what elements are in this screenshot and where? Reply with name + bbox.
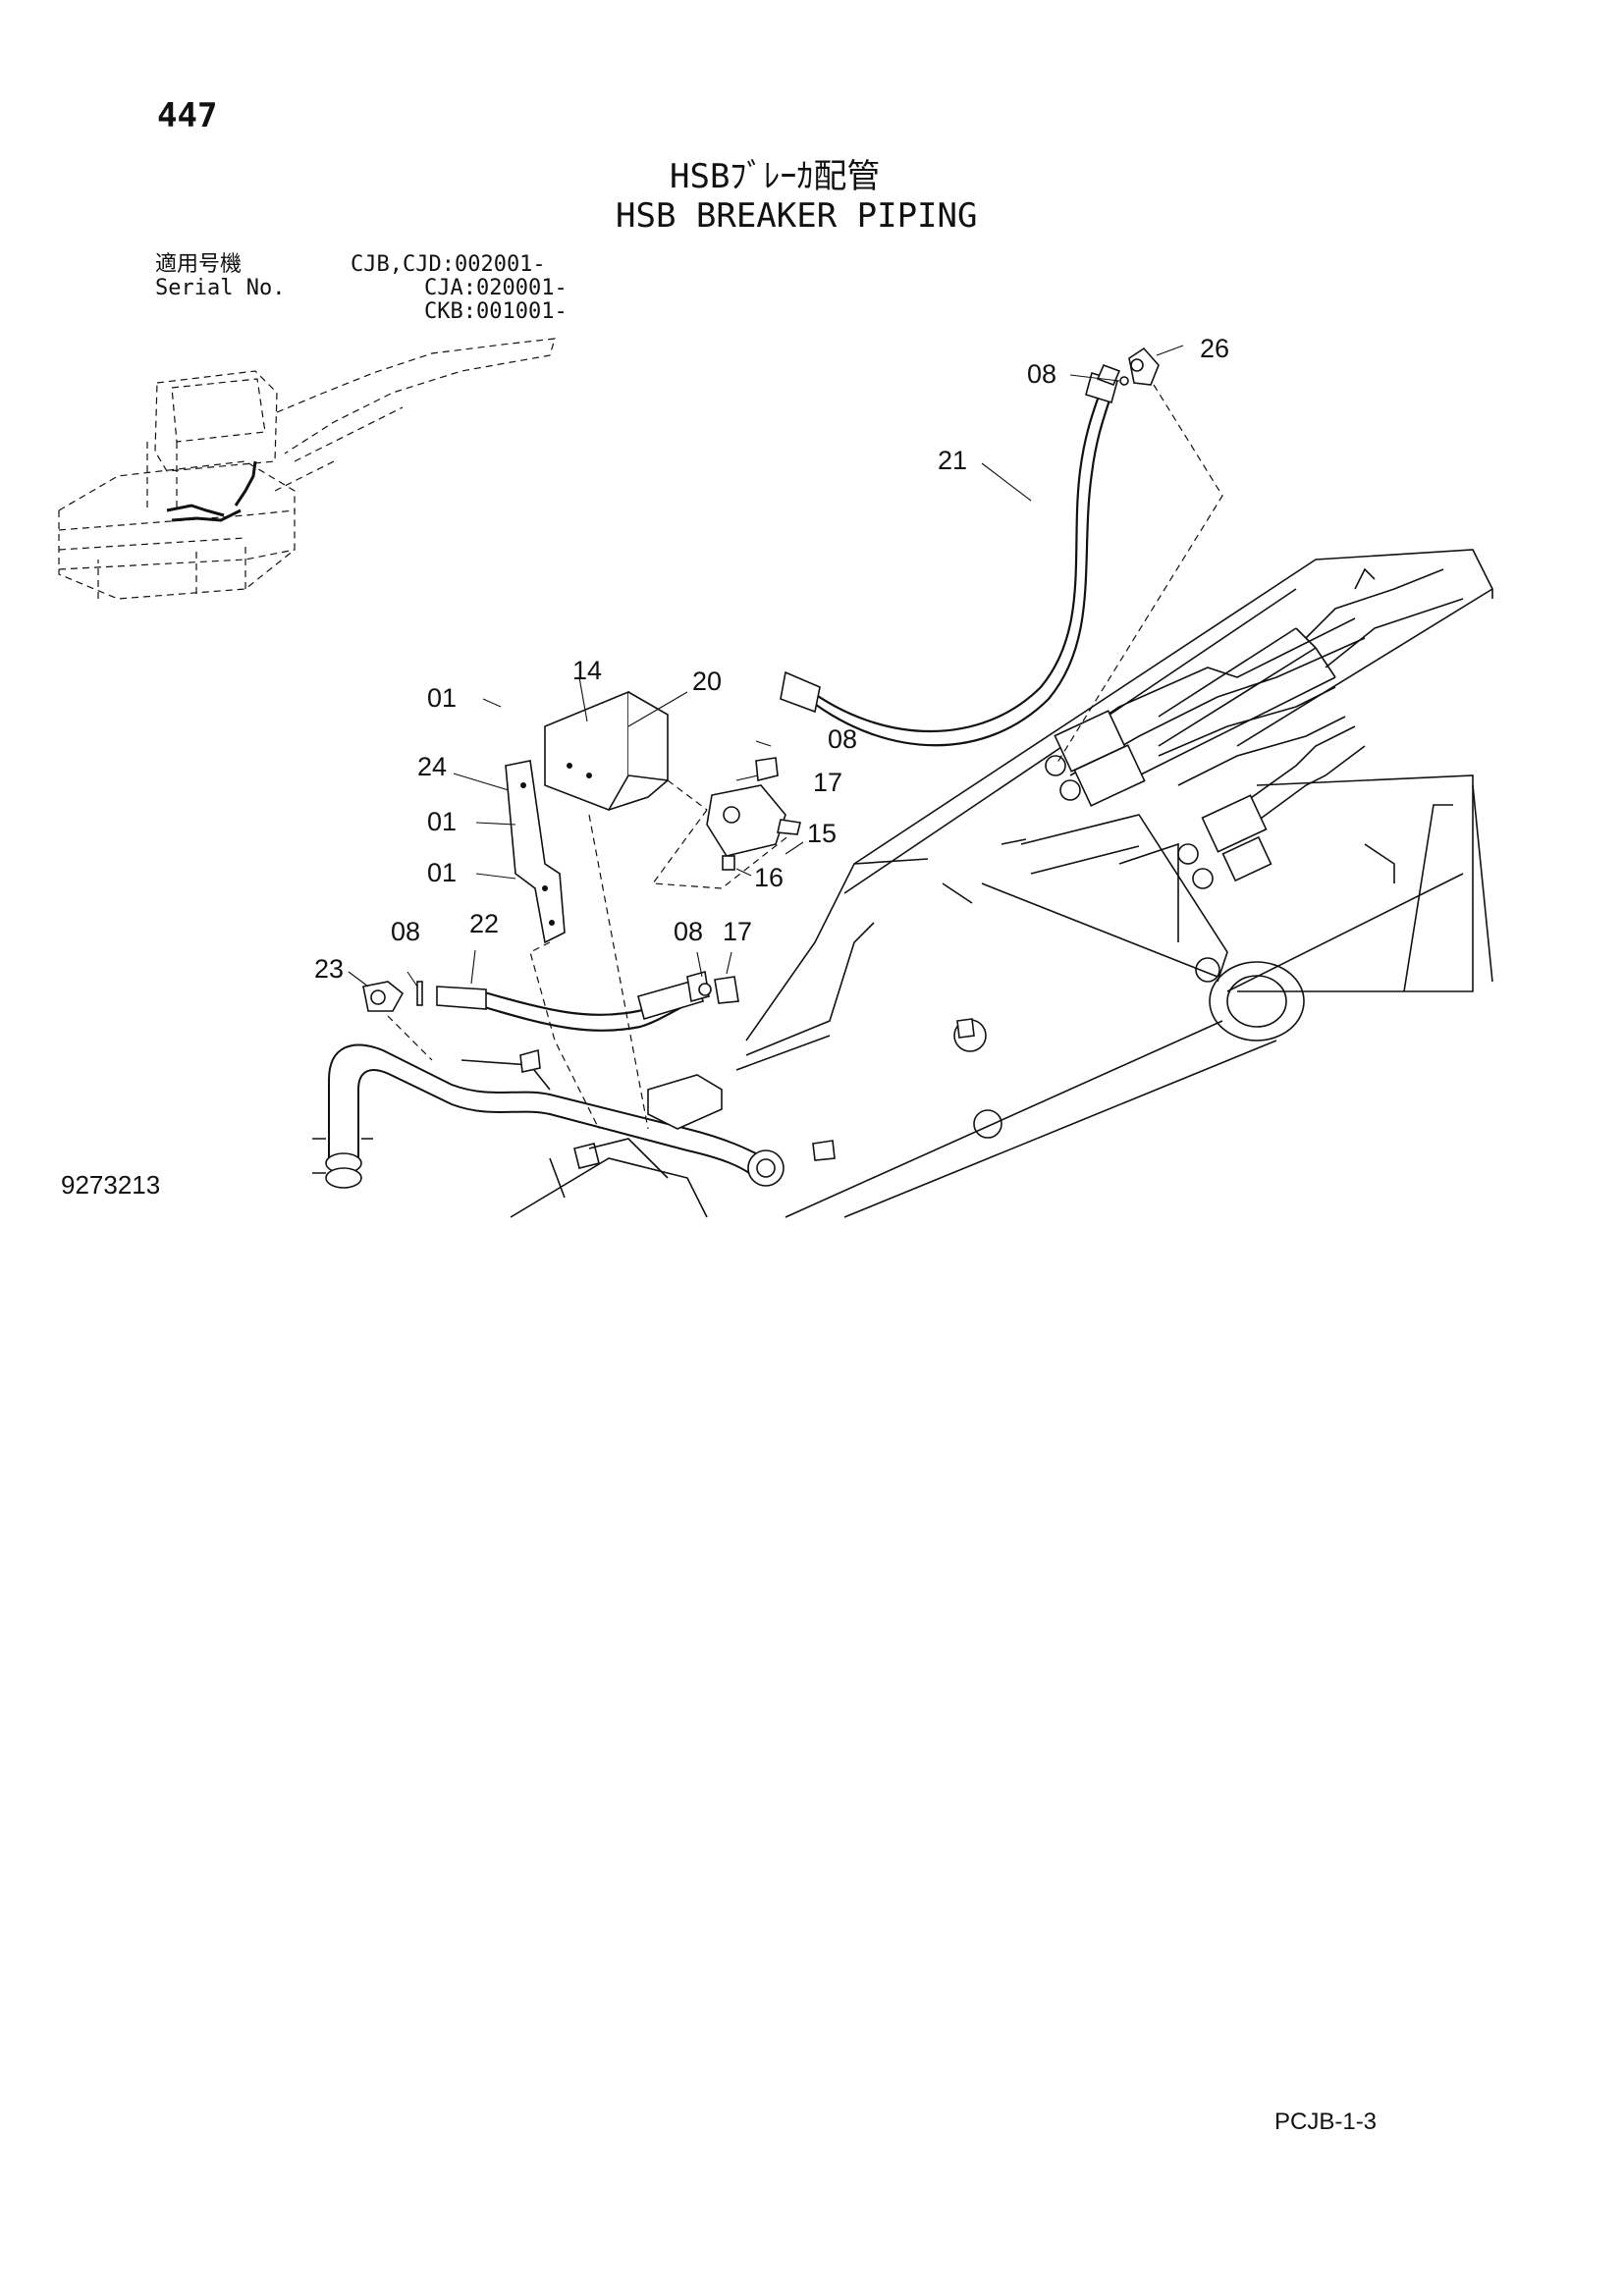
callout-label: 08 [1027,359,1056,389]
callout-label: 22 [469,909,499,938]
callout-labels: 01 01 01 08 08 08 08 14 15 16 17 17 20 2… [314,334,1229,984]
boom-structure [745,549,1494,1218]
sheet-code: PCJB-1-3 [1274,2109,1378,2135]
serial-range-1: CJB,CJD:002001- [351,252,546,277]
callout-label: 17 [723,917,752,946]
serial-range-2: CJA:020001- [424,276,568,300]
bracket-20 [544,690,669,811]
title-english: HSB BREAKER PIPING [616,196,978,236]
callout-label: 15 [807,819,837,848]
callout-label: 08 [391,917,420,946]
callout-label: 14 [572,656,602,685]
boom-valve-block [1045,567,1464,889]
fitting-17 [755,757,779,782]
callout-label: 01 [427,807,457,836]
callout-label: 23 [314,954,344,984]
excavator-thumbnail [58,338,556,600]
serial-label-en: Serial No. [155,276,286,300]
callout-label: 17 [813,768,842,797]
oring-08-right [698,983,712,996]
hose-21 [780,363,1121,747]
callout-label: 24 [417,752,447,781]
callout-label: 08 [828,724,857,754]
plug-16 [722,855,735,871]
elbow-26 [1128,347,1160,386]
oring-08-left [416,981,423,1006]
callout-label: 20 [692,667,722,696]
lower-pipe-assembly [312,922,975,1218]
page-number: 447 [157,96,218,135]
callout-label: 01 [427,858,457,887]
oring-08-top [1119,376,1129,386]
callout-label: 21 [938,446,967,475]
leader-lines [348,345,1223,1130]
plate-24 [505,760,566,944]
serial-range-3: CKB:001001- [424,299,568,324]
callout-label: 01 [427,683,457,713]
adapter-23 [362,981,405,1012]
serial-label-jp: 適用号機 [155,252,243,277]
callout-label: 16 [754,863,784,892]
hose-22 [436,970,710,1032]
fitting-17-lower [714,976,739,1004]
drawing-number: 9273213 [61,1170,161,1200]
title-japanese: HSBﾌﾞﾚｰｶ配管 [670,157,881,196]
callout-label: 08 [674,917,703,946]
callout-label: 26 [1200,334,1229,363]
valve-15 [706,784,801,857]
